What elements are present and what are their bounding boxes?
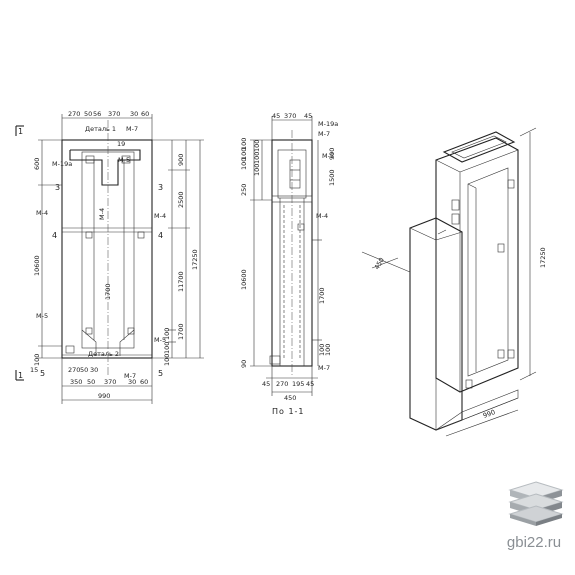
side-left-dim-5: 100 [253,152,261,164]
front-label-m5-top: M-5 [118,156,130,164]
front-top-dim-5: 30 [130,110,138,118]
front-bottom-sub-dim-3: 30 [90,366,98,374]
front-cut-mark-5b: 5 [158,369,163,378]
front-bottom-dim-2: 50 [87,378,95,386]
side-right-dim-4: 900 [328,148,336,160]
front-cut-mark-3b: 3 [158,183,163,192]
iso-dim-width: 990 [482,408,496,420]
side-left-dim-2: 100 [240,148,248,160]
side-right-dim-2: 100 [318,344,326,356]
front-label-m19a: M-19a [52,160,72,168]
front-label-detail2: Деталь 2 [88,350,119,358]
front-top-dim-4: 370 [108,110,120,118]
side-left-dim-8: 10600 [240,269,248,290]
front-bottom-sub-dim-1: 270 [68,366,80,374]
side-left-dim-3: 100 [240,158,248,170]
side-top-dim-3: 45 [304,112,312,120]
front-left-dim-1: 600 [33,158,41,170]
side-label-m5: M-5 [322,152,334,160]
front-bottom-dim-4: 30 [128,378,136,386]
side-label-m7-bottom: M-7 [318,364,330,372]
side-left-dim-4: 100 [253,140,261,152]
front-inner-label: 1700 [104,283,112,300]
front-label-m7-bottom: M-7 [124,372,136,380]
front-label-m4-mid: M-4 [98,208,106,220]
side-bottom-dim-2: 270 [276,380,288,388]
front-bottom-dim-3: 370 [104,378,116,386]
side-bottom-dim-3: 195 [292,380,304,388]
iso-dim-height: 17250 [539,247,547,268]
front-left-dim-3: 100 [33,354,41,366]
side-label-m4: M-4 [316,212,328,220]
front-right-dim-1: 900 [177,154,185,166]
front-cut-mark-5: 5 [40,369,45,378]
front-cut-mark-1: 1 [18,127,23,136]
front-left-dim-4: 15 [30,366,38,374]
front-bottom-dim-5: 60 [140,378,148,386]
side-left-dim-9: 90 [240,360,248,368]
side-view: 45 370 45 M-19a M-7 M-4 M-7 M-5 100 100 … [240,112,338,416]
front-cut-mark-3: 3 [55,183,60,192]
side-top-dim-1: 45 [272,112,280,120]
side-overall-width: 450 [284,394,296,402]
front-top-dim-2: 50 [84,110,92,118]
front-label-m4-right: M-4 [154,212,166,220]
side-bottom-dim-4: 45 [306,380,314,388]
side-right-dim-3: 100 [324,344,332,356]
front-right-dim-7: 100 [163,342,171,354]
iso-view: 450 17250 990 [361,127,547,437]
front-cut-mark-4b: 4 [158,231,163,240]
front-top-dim-6: 60 [141,110,149,118]
front-bottom-sub-dim-2: 50 [80,366,88,374]
front-label-n19: 19 [117,140,125,148]
front-cut-mark-1b: 1 [18,371,23,380]
front-view: 270 50 56 370 30 60 Деталь 1 M-7 M-19a M… [15,110,204,404]
side-top-dim-2: 370 [284,112,296,120]
front-right-dim-6: 100 [163,328,171,340]
side-left-dim-7: 250 [240,184,248,196]
side-label-m19a: M-19a [318,120,338,128]
side-caption: По 1-1 [272,407,305,416]
side-left-dim-6: 100 [253,164,261,176]
side-right-dim-1: 1700 [318,287,326,304]
side-bottom-dim-1: 45 [262,380,270,388]
side-right-dim-5: 1500 [328,169,336,186]
iso-dim-depth: 450 [373,256,386,271]
front-cut-mark-4: 4 [52,231,57,240]
front-right-dim-5: 1700 [177,323,185,340]
side-left-dim-1: 100 [240,138,248,150]
front-label-m5-right: M-5 [154,336,166,344]
site-logo-icon [508,481,564,526]
front-right-dim-8: 100 [163,354,171,366]
front-right-dim-2: 2500 [177,191,185,208]
site-label[interactable]: gbi22.ru [506,534,562,551]
front-top-dim-3: 56 [93,110,101,118]
front-bottom-dim-1: 350 [70,378,82,386]
front-left-dim-2: 10600 [33,255,41,276]
front-overall-width: 990 [98,392,110,400]
side-label-m7-top: M-7 [318,130,330,138]
front-right-dim-3: 17250 [191,249,199,270]
front-top-dim-1: 270 [68,110,80,118]
front-label-m7-top: M-7 [126,125,138,133]
front-right-dim-4: 11700 [177,271,185,292]
front-label-detail1: Деталь 1 [85,125,116,133]
